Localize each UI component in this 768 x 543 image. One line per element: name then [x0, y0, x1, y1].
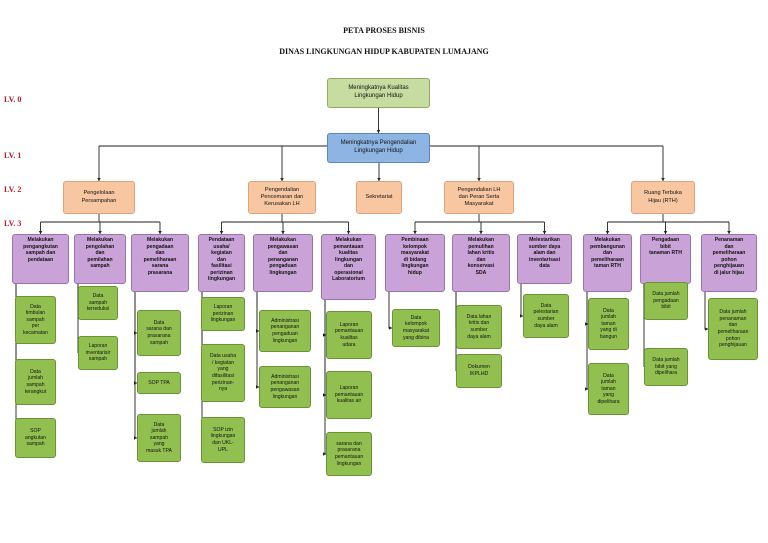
level1-node: Meningkatnya Pengendalian Lingkungan Hid…	[327, 133, 430, 163]
leaf-node-6-3: sarana dan prasarana pemantauan lingkung…	[326, 432, 372, 476]
connector-arrowhead	[705, 327, 708, 331]
connector-arrowhead	[98, 231, 102, 234]
level3-node-12: Penanaman dan pemeliharaan pohon penghij…	[701, 234, 757, 292]
connector-arrowhead	[219, 231, 224, 234]
level3-node-11: Pengadaan bibit tanaman RTH	[640, 234, 691, 284]
level3-node-8: Melakukan pemulihan lahan kritis dan kon…	[452, 234, 510, 292]
level-label-0: LV. 0	[4, 95, 22, 104]
connector-arrowhead	[585, 387, 588, 391]
level3-node-7: Pembinaan kelompok masyarakat di bidang …	[385, 234, 445, 292]
connector-arrowhead	[376, 130, 381, 133]
leaf-node-6-1: Laporan pemantauan kualitas udara	[326, 311, 372, 359]
leaf-node-7-1: Data kelompok masyarakat yang dibina	[392, 309, 440, 347]
level3-node-9: Melestarikan sumber daya alam dan invent…	[517, 234, 572, 284]
connector-arrowhead	[346, 231, 351, 234]
level3-node-6: Melakukan pemantauan kualitas lingkungan…	[321, 234, 376, 300]
leaf-node-12-1: Data jumlah penanaman dan pemeliharaan p…	[708, 298, 758, 360]
connector-arrowhead	[323, 333, 326, 337]
level2-node-4: Pengendalian LH dan Peran Serta Masyarak…	[444, 181, 514, 214]
connector-arrowhead	[256, 385, 259, 389]
level3-node-3: Melakukan pengadaan dan pemeliharaan sar…	[131, 234, 189, 292]
leaf-node-3-2: SOP TPA	[137, 372, 181, 394]
connector-arrowhead	[97, 178, 101, 181]
leaf-node-4-1: Laporan perizinan lingkungan	[201, 297, 245, 331]
connector-arrowhead	[158, 231, 162, 234]
level2-node-3: Sekretariat	[356, 181, 402, 214]
leaf-node-10-2: Data jumlah taman yang dipelihara	[588, 363, 629, 415]
leaf-node-6-2: Laporan pemantauan kualitas air	[326, 371, 372, 419]
connector-arrowhead	[663, 231, 668, 234]
leaf-node-8-1: Data lahan kritis dan sumber daya alam	[456, 305, 502, 349]
connector-arrowhead	[323, 452, 326, 456]
level3-node-4: Pendataan usaha/ kegiatan dan fasilitasi…	[198, 234, 245, 292]
leaf-node-11-2: Data jumlah bibit yang dipelihara	[644, 348, 688, 386]
leaf-node-1-3: SOP angkutan sampah	[15, 418, 56, 458]
connector-arrowhead	[520, 314, 523, 318]
level2-node-5: Ruang Terbuka Hijau (RTH)	[631, 181, 695, 214]
leaf-node-9-1: Data pelestarian sumber daya alam	[523, 294, 569, 338]
leaf-node-10-1: Data jumlah taman yang di bangun	[588, 298, 629, 350]
connector-arrowhead	[280, 178, 284, 181]
level3-node-10: Melakukan pembangunan dan pemeliharaan t…	[583, 234, 632, 292]
leaf-node-5-1: Administrasi penanganan pengaduan lingku…	[259, 310, 311, 352]
level-label-3: LV. 3	[4, 219, 22, 228]
connector-arrowhead	[479, 231, 483, 234]
level-label-1: LV. 1	[4, 151, 22, 160]
diagram-subtitle: DINAS LINGKUNGAN HIDUP KABUPATEN LUMAJAN…	[279, 47, 489, 56]
connector-arrowhead	[661, 178, 665, 181]
leaf-node-2-2: Laporan inventarisir sampah	[78, 336, 118, 370]
connector-arrowhead	[389, 326, 392, 330]
leaf-node-1-2: Data jumlah sampah terangkut	[15, 359, 56, 405]
level3-node-2: Melakukan pengolahan dan pemilahan sampa…	[74, 234, 126, 284]
leaf-node-1-1: Data timbulan sampah per kecamatan	[15, 296, 56, 344]
level3-node-1: Melakukan pengangkutan sampah dan pendat…	[12, 234, 69, 284]
leaf-node-3-1: Data sarana dan prasarana sampah	[137, 310, 181, 356]
leaf-node-5-2: Administrasi penanganan pengawasan lingk…	[259, 366, 311, 408]
level2-node-2: Pengendalian Pencemaran dan Kerusakan LH	[248, 181, 316, 214]
connector-arrowhead	[38, 231, 43, 234]
leaf-node-4-2: Data usaha / kegiatan yang difasilitasi …	[201, 344, 245, 402]
connector-arrowhead	[281, 231, 285, 234]
connector-arrowhead	[134, 436, 137, 440]
connector-arrowhead	[585, 322, 588, 326]
connector-arrowhead	[413, 231, 417, 234]
leaf-node-11-1: Data jumlah pengadaan bibit	[644, 282, 688, 320]
leaf-node-3-3: Data jumlah sampah yang masuk TPA	[137, 414, 181, 462]
root-node: Meningkatnya Kualitas Lingkungan Hidup	[327, 78, 430, 108]
leaf-node-2-1: Data sampah terreduksi	[78, 286, 118, 320]
level2-node-1: Pengelolaan Persampahan	[63, 181, 135, 214]
connector-arrowhead	[605, 231, 610, 234]
connector-arrowhead	[477, 178, 481, 181]
connector-arrowhead	[727, 231, 731, 234]
diagram-title: PETA PROSES BISNIS	[343, 26, 425, 35]
connector-arrowhead	[377, 178, 381, 181]
leaf-node-4-3: SOP izin lingkungan dan UKL- UPL	[201, 417, 245, 463]
connector-arrowhead	[323, 393, 326, 397]
level-label-2: LV. 2	[4, 185, 22, 194]
level3-node-5: Melakukan pengawasan dan penanganan peng…	[253, 234, 313, 292]
connector-arrowhead	[542, 231, 547, 234]
leaf-node-8-2: Dokumen IKPLHD	[456, 354, 502, 388]
